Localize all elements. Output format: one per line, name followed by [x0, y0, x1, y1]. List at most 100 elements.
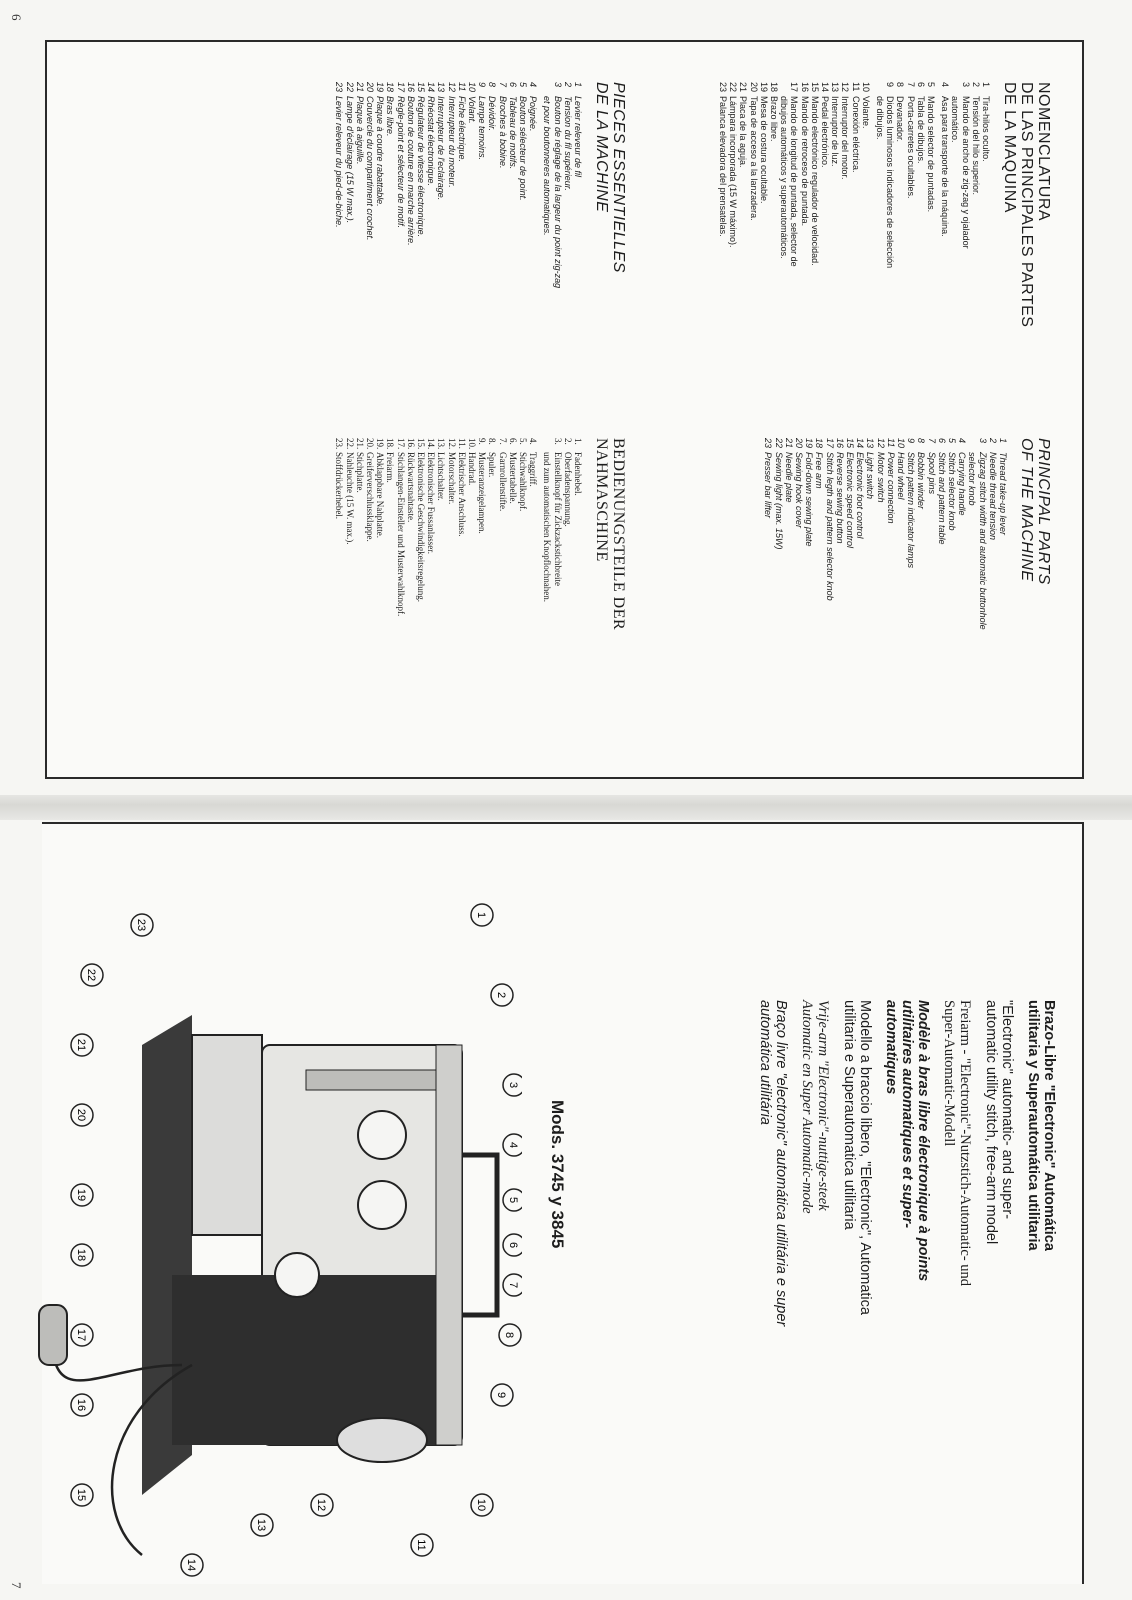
french-heading: PIECES ESSENTIELLES DE LA MACHINE [593, 82, 627, 412]
callout-number: 19 [75, 1189, 87, 1201]
item-text: Tapa de acceso a la lanzadera. [748, 96, 759, 221]
item-text: Asa para transporte de la máquina. [940, 96, 951, 237]
item-text: Stichwahlknopf. [517, 452, 528, 512]
item-number: 13 [830, 82, 841, 93]
item-number: 16 [799, 82, 810, 93]
title-line: Automatic en Super Automatic-mode [799, 1000, 815, 1214]
callout-number: 16 [75, 1399, 87, 1411]
callout-circle [410, 1533, 434, 1557]
item-number: 12. [446, 438, 457, 450]
item-text: Stichplatte. [354, 452, 365, 493]
item-text: Mesa de costura ocultable. [758, 96, 769, 204]
item-number: 10. [466, 438, 477, 450]
item-text: dibujos automáticos y superautomáticos. [779, 96, 790, 259]
item-number: 10 [860, 82, 871, 93]
callout-number: 18 [75, 1249, 87, 1261]
item-text: Mustertabelle. [507, 452, 518, 504]
list-item: 1.Fadenhebel. [573, 438, 583, 758]
item-number: 8 [916, 438, 927, 444]
callout-number: 10 [475, 1499, 487, 1511]
list-item: 11.Elektrischer Anschluss. [457, 438, 467, 758]
item-text: Levier releveur de fil [573, 96, 583, 178]
item-text: Mando de retroceso de puntada. [799, 96, 810, 227]
title-line: Modèle à bras libre électronique à point… [915, 1000, 931, 1282]
list-item: 4.Traggriff. [528, 438, 538, 758]
item-text: Mando electrónico regulador de velocidad… [809, 96, 820, 266]
item-number: 22 [728, 82, 739, 93]
item-number: 4 [957, 438, 968, 444]
item-text: Sewing light (max. 15W) [773, 452, 784, 550]
item-text: Fadenhebel. [573, 452, 583, 496]
item-text: Carrying handle [957, 452, 968, 516]
item-text: Light switch [865, 452, 876, 500]
item-number: 19 [758, 82, 769, 93]
item-number: 9. [477, 438, 488, 445]
item-number: 9 [477, 82, 488, 88]
callout-number: 17 [75, 1329, 87, 1341]
list-item: de dibujos. [875, 82, 885, 412]
spanish-heading-line: DE LA MAQUINA [1001, 82, 1018, 213]
callout-circle [130, 913, 154, 937]
item-text: Abklappbare Nahplatte. [375, 452, 386, 538]
list-item: 3.Einstellknopf für Zickzackstichbreite [552, 438, 563, 758]
item-text: Nahleuchte (15 W. max.). [344, 452, 355, 545]
item-number: 19. [375, 438, 386, 450]
callout-circle [502, 1073, 522, 1097]
item-number: 20. [364, 438, 375, 450]
item-number: 3 [960, 82, 971, 88]
item-number: 21 [354, 82, 365, 93]
item-number: 15 [844, 438, 855, 449]
tension-knob [357, 1110, 407, 1160]
list-item: 13.Lichtschalter. [436, 438, 446, 758]
item-number: 2. [562, 438, 573, 445]
title-line: Braço livre "electronic" automática util… [773, 1000, 789, 1327]
needle-bar [305, 1069, 437, 1091]
list-item: 2.Oberfadenspannung. [563, 438, 573, 758]
item-number: 13. [436, 438, 447, 450]
item-number: 23. [334, 438, 345, 450]
item-text: Pedal electrónico. [819, 96, 830, 168]
list-item: 21.Stichplatte. [355, 438, 365, 758]
item-number: 8 [895, 82, 906, 88]
callout-circle [70, 1323, 94, 1347]
item-number: 3. [552, 438, 563, 445]
page-gutter [0, 795, 1132, 820]
item-number: 5 [517, 82, 528, 88]
item-number [950, 82, 960, 96]
item-text: Elektronischer Fussanlasser. [426, 452, 437, 554]
item-number: 7 [926, 438, 937, 444]
item-text: selector knob [967, 452, 978, 506]
item-text: Motorschalter. [446, 452, 457, 505]
item-number: 1 [573, 82, 583, 88]
callout-number: 7 [507, 1282, 519, 1288]
callout-circle [470, 903, 494, 927]
foot-pedal [38, 1304, 68, 1366]
item-number: 9 [885, 82, 896, 88]
callout-circle [70, 1483, 94, 1507]
list-item: automático. [950, 82, 960, 412]
item-text: Bobbin winder [916, 452, 927, 510]
item-number: 18 [768, 82, 779, 93]
item-text: Needle plate [783, 452, 794, 503]
item-text: Greiferverschlussklappe. [364, 452, 375, 542]
callout-circle [470, 1493, 494, 1517]
item-number: 14 [855, 438, 866, 449]
callout-circle [70, 1393, 94, 1417]
callout-number: 5 [507, 1197, 519, 1203]
callout-number: 4 [507, 1142, 519, 1148]
